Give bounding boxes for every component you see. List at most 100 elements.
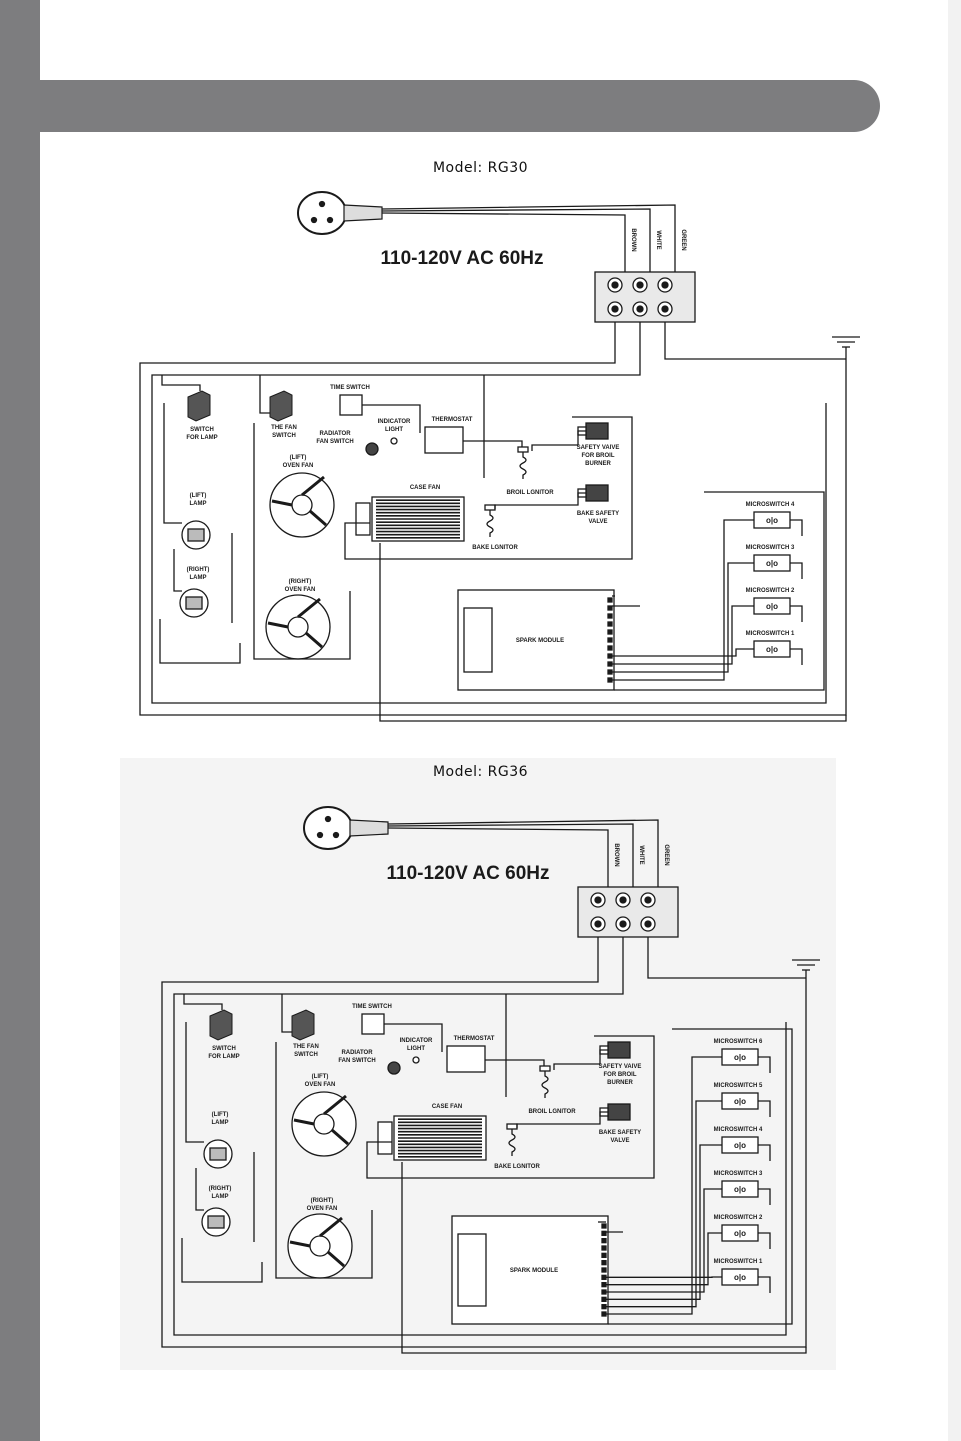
radiator-label-2: FAN SWITCH	[316, 439, 353, 445]
bake-safety-label-2: VALVE	[610, 1138, 629, 1144]
bake-ignitor-label: BAKE LGNITOR	[494, 1164, 540, 1170]
mains-plug-pin	[318, 200, 326, 208]
mains-terminal-screw-dot	[594, 920, 602, 928]
broil-ignitor-label: BROIL LGNITOR	[528, 1109, 576, 1115]
left-lamp-label: (LIFT)	[190, 493, 207, 499]
indicator-label-2: LIGHT	[385, 427, 403, 433]
mains-terminal-screw-dot	[619, 896, 627, 904]
switch-lamp-label-2: FOR LAMP	[208, 1054, 239, 1060]
right-fan-blade-icon	[267, 597, 323, 649]
left-fan-hub-icon	[313, 1113, 335, 1135]
left-lamp-socket-icon	[187, 528, 205, 542]
bottom-return-wire	[379, 543, 847, 722]
inner-loop-wire	[173, 937, 787, 1336]
indicator-label: INDICATOR	[400, 1038, 433, 1044]
indicator-light-icon	[390, 437, 398, 445]
broil-ignitor-icon	[519, 451, 527, 479]
lamp-return-wire	[181, 1238, 263, 1283]
microswitch-2-contacts: o|o	[766, 559, 778, 568]
lamp-wire	[195, 1168, 204, 1211]
microswitch-wire	[612, 519, 754, 681]
mains-plug-neck	[349, 819, 389, 837]
left-fan-hub-icon	[291, 494, 313, 516]
broil-safety-valve-body-icon	[585, 422, 609, 440]
broil-safety-label: SAFETY VAIVE	[577, 445, 620, 451]
time-switch-icon	[339, 394, 363, 416]
spark-pin-icon	[601, 1311, 607, 1317]
spark-pin-icon	[607, 637, 613, 643]
broil-safety-label-3: BURNER	[585, 461, 611, 467]
radiator-label: RADIATOR	[319, 431, 351, 437]
microswitch-return-wire	[758, 1100, 771, 1117]
microswitch-wire	[606, 1188, 722, 1293]
mains-terminal-screw-dot	[636, 281, 644, 289]
indicator-label: INDICATOR	[378, 419, 411, 425]
spark-module-inner-icon	[457, 1233, 487, 1307]
microswitch-1-label: MICROSWITCH 4	[746, 502, 795, 508]
lamp-wire	[163, 403, 182, 524]
spark-pin-icon	[601, 1260, 607, 1266]
left-lamp-label-2: LAMP	[212, 1120, 229, 1126]
mains-terminal-screw-dot	[644, 920, 652, 928]
microswitch-4-contacts: o|o	[734, 1185, 746, 1194]
time-switch-icon	[361, 1013, 385, 1035]
microswitch-3-contacts: o|o	[766, 602, 778, 611]
right-fan-label: (RIGHT)	[311, 1198, 334, 1204]
outer-loop-wire	[139, 322, 847, 716]
case-fan-label: CASE FAN	[410, 485, 440, 491]
right-lamp-socket-icon	[207, 1215, 225, 1229]
spark-pin-icon	[601, 1282, 607, 1288]
outer-loop-wire	[161, 937, 807, 1348]
wire-label-brown: BROWN	[613, 843, 619, 866]
fan-return-wire	[275, 1042, 373, 1279]
switch-lamp-rocker-switch-icon	[187, 390, 211, 422]
broil-ignitor-cap-icon	[539, 1065, 551, 1072]
spark-pin-icon	[607, 677, 613, 683]
spark-pin-icon	[601, 1223, 607, 1229]
microswitch-5-contacts: o|o	[734, 1229, 746, 1238]
fan-switch-wire	[259, 375, 270, 414]
left-fan-label: (LIFT)	[290, 455, 307, 461]
radiator-label: RADIATOR	[341, 1050, 373, 1056]
broil-safety-label-2: FOR BROIL	[604, 1072, 637, 1078]
cable-white	[387, 823, 634, 887]
microswitch-6-contacts: o|o	[734, 1273, 746, 1282]
fan-switch-label: THE FAN	[271, 425, 297, 431]
microswitch-wire	[612, 605, 754, 665]
bake-ignitor-cap-icon	[506, 1123, 518, 1130]
fan-switch-label: THE FAN	[293, 1044, 319, 1050]
radiator-label-2: FAN SWITCH	[338, 1058, 375, 1064]
mains-plug-pin	[310, 216, 318, 224]
bake-safety-label-2: VALVE	[588, 519, 607, 525]
microswitch-return-wire	[790, 562, 803, 579]
left-lamp-socket-icon	[209, 1147, 227, 1161]
cable-white	[381, 208, 651, 272]
timer-wire	[362, 404, 421, 433]
fan-return-wire	[253, 423, 351, 660]
microswitch-2-label: MICROSWITCH 3	[746, 545, 795, 551]
microswitch-wire	[612, 562, 754, 673]
spark-pin-icon	[601, 1267, 607, 1273]
microswitch-1-contacts: o|o	[766, 516, 778, 525]
radiator-fan-switch-icon	[387, 1061, 401, 1075]
spark-pin-icon	[601, 1238, 607, 1244]
left-fan-label-2: OVEN FAN	[283, 463, 314, 469]
lamp-wire	[173, 549, 182, 592]
microswitch-3-contacts: o|o	[734, 1141, 746, 1150]
thermostat-icon	[424, 426, 464, 454]
microswitch-bus-wire	[614, 491, 825, 691]
mains-terminal-screw-dot	[661, 305, 669, 313]
left-fan-blade-icon	[293, 1094, 349, 1146]
lamp-switch-wire	[183, 994, 223, 1010]
spark-pin-icon	[601, 1289, 607, 1295]
thermostat-out-wire	[485, 1059, 545, 1070]
header-band	[40, 80, 880, 132]
left-fan-label-2: OVEN FAN	[305, 1082, 336, 1088]
microswitch-5-label: MICROSWITCH 2	[714, 1215, 763, 1221]
ground-wire	[664, 322, 846, 360]
broil-ignitor-label: BROIL LGNITOR	[506, 490, 554, 496]
left-fan-label: (LIFT)	[312, 1074, 329, 1080]
left-fan-blade-icon	[271, 475, 327, 527]
case-fan-label: CASE FAN	[432, 1104, 462, 1110]
